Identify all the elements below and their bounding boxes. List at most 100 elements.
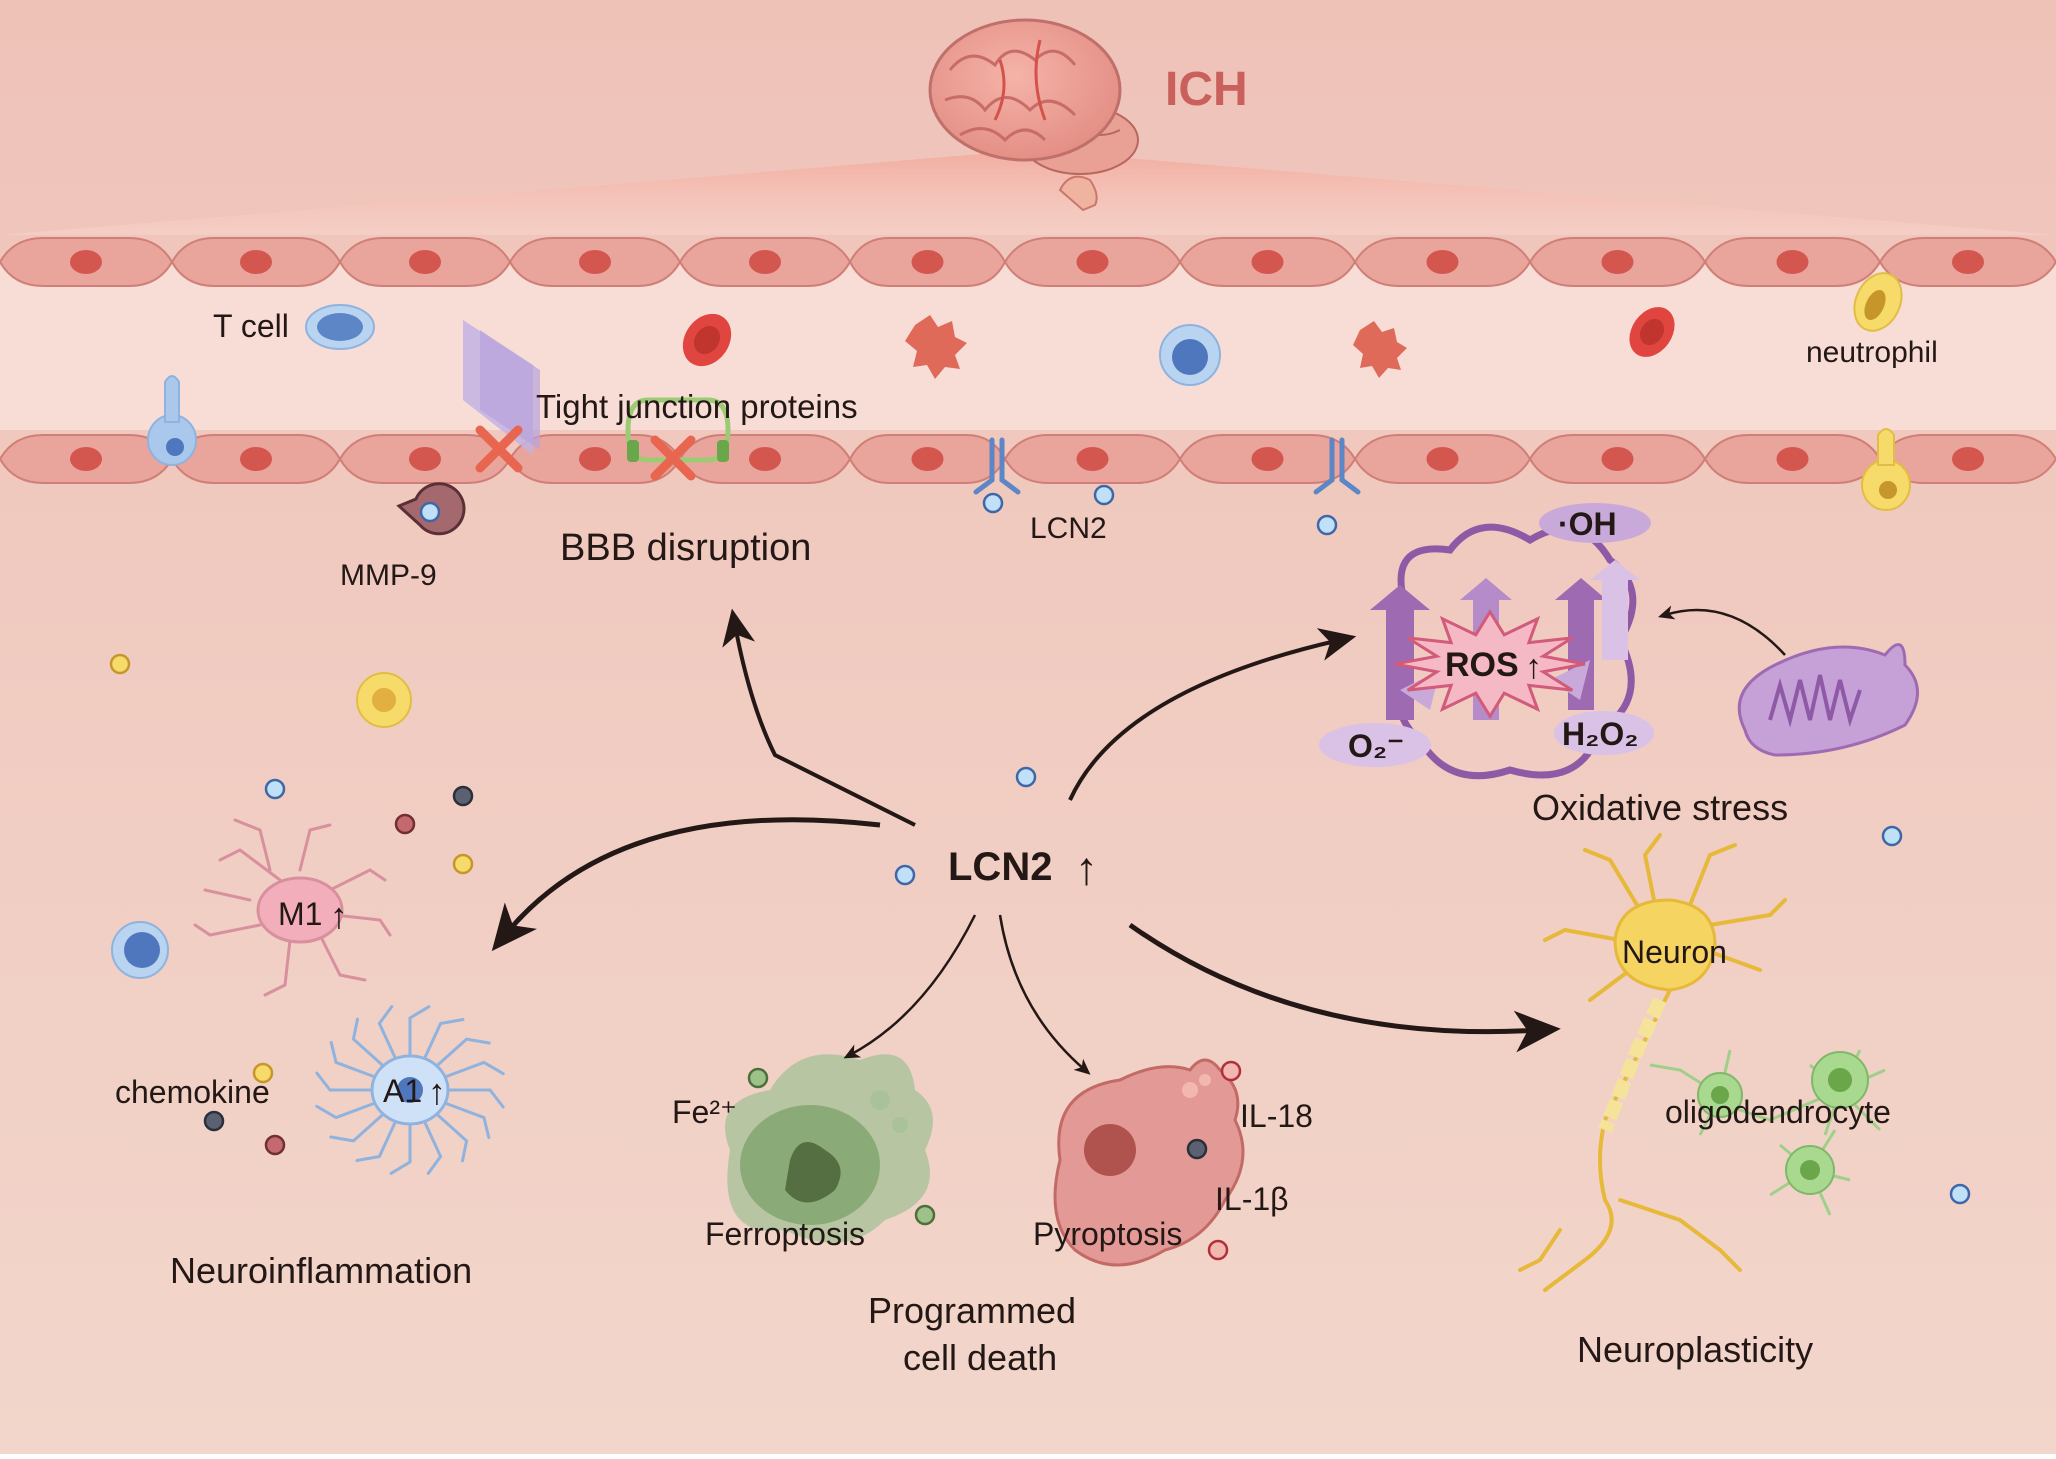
mmp9-label: MMP-9 (340, 559, 437, 592)
center-lcn2-trend: ↑ (1075, 842, 1098, 894)
endothelial-nucleus (409, 447, 441, 471)
endothelial-nucleus (579, 250, 611, 274)
neutrophil-icon (356, 672, 412, 728)
t-cell (305, 304, 375, 350)
arrow-to-pyroptosis (998, 914, 1091, 1075)
a1-astrocyte-icon (315, 1005, 505, 1175)
particles (109, 484, 1971, 1261)
particle (1949, 1183, 1971, 1205)
endothelial-nucleus (1952, 250, 1984, 274)
endothelial-nucleus (409, 250, 441, 274)
m1-microglia-icon (193, 818, 392, 997)
tight-junction-icon (463, 320, 540, 455)
vessel-bottom-wall (0, 434, 2056, 484)
brain-icon (928, 18, 1139, 212)
endothelial-nucleus (1251, 250, 1284, 274)
particle (982, 492, 1004, 514)
oligodendrocyte-icon (1697, 1051, 1869, 1195)
astrocyte-process (436, 1037, 491, 1067)
particle (203, 1110, 225, 1132)
astrocyte-process (448, 1088, 505, 1109)
particle (452, 853, 474, 875)
particle (747, 1067, 769, 1089)
endothelial-nucleus (240, 250, 272, 274)
neuroinflammation-label: Neuroinflammation (170, 1250, 472, 1291)
oligodendrocyte-label: oligodendrocyte (1665, 1094, 1891, 1130)
endothelial-nucleus (1952, 447, 1984, 471)
astrocyte-process (315, 1102, 375, 1120)
particle (264, 1134, 286, 1156)
bbb-label: BBB disruption (560, 527, 811, 569)
astrocyte-process (445, 1060, 505, 1078)
particle (1093, 484, 1115, 506)
tight-junction-icon (625, 397, 731, 463)
transmigrating-t-cell (147, 375, 197, 466)
tight-junction-label: Tight junction proteins (536, 388, 858, 425)
neuron-icon (1518, 833, 1787, 1292)
astrocyte-process (408, 1005, 431, 1056)
mito-to-ros-arrow (1658, 605, 1786, 656)
a1-astrocyte-icon (370, 1054, 450, 1126)
ferroptosis-label: Ferroptosis (705, 1216, 865, 1252)
particle (419, 501, 441, 523)
cell-death-label-line1: Programmed (868, 1290, 1076, 1331)
particle (1316, 514, 1338, 536)
astrocyte-process (377, 1005, 397, 1059)
ros-protein-icon (1370, 523, 1640, 780)
endothelial-nucleus (70, 250, 102, 274)
m1-trend-arrow: ↑ (330, 895, 348, 936)
endothelial-nucleus (579, 447, 611, 471)
endothelial-nucleus (1076, 250, 1109, 274)
particle (109, 653, 131, 675)
particle (1220, 1060, 1242, 1082)
disruption-cross-icon (650, 435, 696, 481)
peroxide-label: H₂O₂ (1562, 716, 1638, 752)
arrow-to-neuroinflammation (491, 817, 881, 952)
endothelial-nucleus (1601, 250, 1634, 274)
particle (1186, 1138, 1208, 1160)
arrow-to-ferroptosis (843, 914, 977, 1059)
il1b-label: IL-1β (1215, 1181, 1289, 1217)
endothelial-nucleus (911, 447, 944, 471)
oxidative-stress-label: Oxidative stress (1532, 787, 1788, 828)
astrocyte-process (355, 1121, 397, 1162)
vessel-top-wall (0, 237, 2056, 287)
transmigrating-neutrophil (1861, 428, 1911, 511)
red-blood-cell-icon (682, 313, 732, 367)
endothelial-nucleus (1076, 447, 1109, 471)
page-title: ICH (1165, 63, 1248, 116)
astrocyte-process (423, 1018, 465, 1059)
astrocyte-process (329, 1113, 384, 1143)
endothelial-nucleus (749, 250, 781, 274)
ros-trend-arrow: ↑ (1525, 648, 1542, 686)
neutrophil-icon (1853, 272, 1903, 332)
particle (1015, 766, 1037, 788)
brain-beam (0, 150, 2056, 235)
disruption-cross-icon (475, 425, 523, 473)
red-blood-cell-icon (1629, 307, 1675, 357)
hydroxyl-badge (1539, 503, 1651, 543)
astrocyte-process (445, 1102, 491, 1139)
particle (394, 813, 416, 835)
astrocyte-process (423, 1121, 443, 1175)
il18-label: IL-18 (1240, 1098, 1313, 1134)
m1-label: M1 (278, 896, 322, 932)
astrocyte-process (329, 1041, 375, 1078)
endothelial-nucleus (70, 447, 102, 471)
lcn2-label: LCN2 (1030, 512, 1107, 545)
astrocyte-process (351, 1017, 384, 1067)
lymphocyte-icon (1159, 324, 1221, 386)
mitochondrion-icon (1737, 643, 1919, 757)
arrow-to-neuroplasticity (1128, 922, 1561, 1053)
pyroptosis-label: Pyroptosis (1033, 1216, 1182, 1252)
superoxide-label: O₂⁻ (1348, 728, 1404, 764)
a1-trend-arrow: ↑ (428, 1071, 446, 1112)
astrocyte-process (436, 1113, 469, 1163)
endothelial-nucleus (1776, 447, 1809, 471)
endothelial-nucleus (1776, 250, 1809, 274)
endothelial-nucleus (1426, 447, 1459, 471)
blood-vessel (0, 237, 2056, 484)
hydroxyl-label: ·OH (1558, 506, 1617, 542)
endothelial-nucleus (749, 447, 781, 471)
